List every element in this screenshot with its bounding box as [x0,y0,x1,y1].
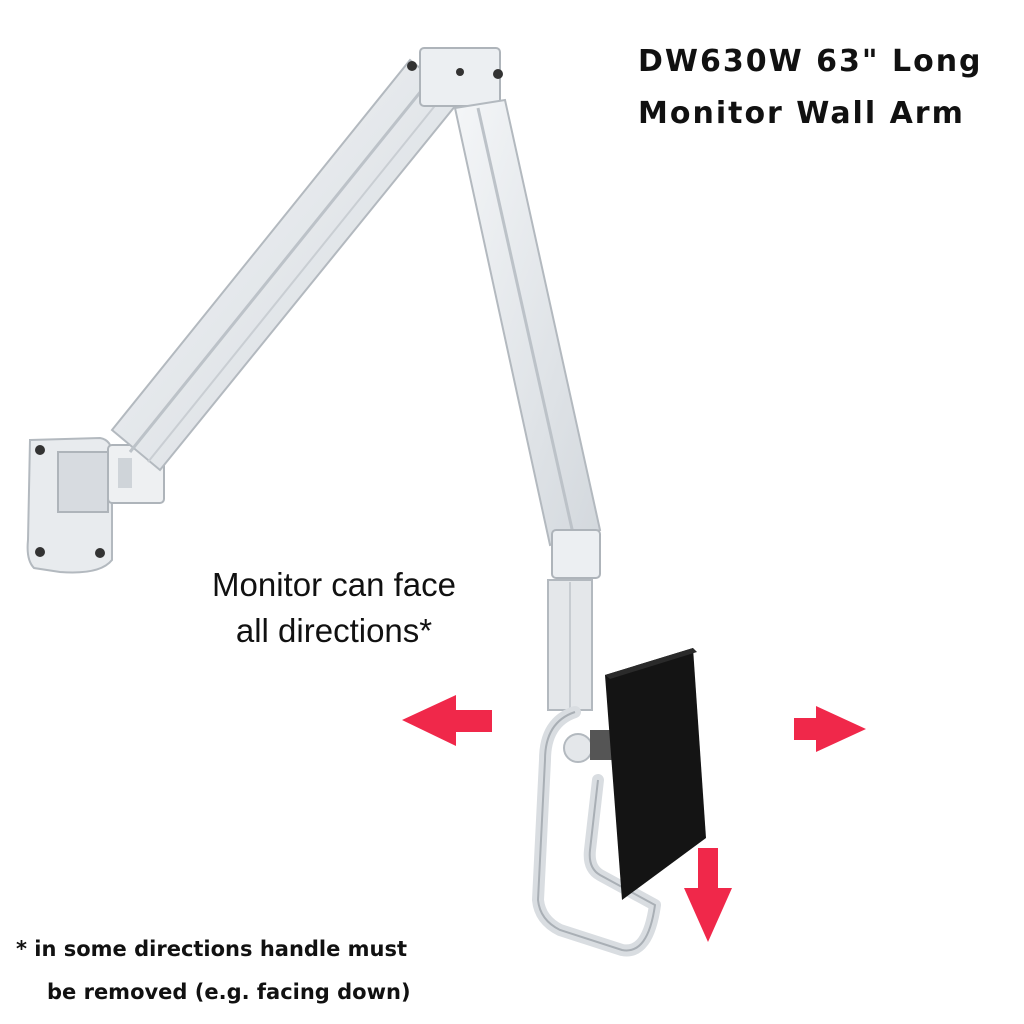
wall-mount [26,436,165,574]
elbow-joint [407,47,503,107]
lower-arm [453,98,602,579]
screw-icon [456,68,464,76]
direction-caption: Monitor can face all directions* [204,562,464,654]
screw-icon [35,547,45,557]
caption-line-1: Monitor can face [212,566,456,603]
arrow-right-icon [794,706,866,752]
upper-arm [110,58,462,472]
caption-line-2: all directions* [235,612,433,649]
arrow-left-icon [402,695,492,746]
footnote-line-1: * in some directions handle must [16,937,408,961]
screw-icon [407,61,417,71]
footnote: * in some directions handle must be remo… [16,928,411,1014]
title-line-2: Monitor Wall Arm [638,96,965,131]
page-title: DW630W 63" Long Monitor Wall Arm [638,36,983,140]
screw-icon [95,548,105,558]
monitor [590,648,706,900]
screw-icon [35,445,45,455]
footnote-line-2: be removed (e.g. facing down) [47,980,411,1004]
title-line-1: DW630W 63" Long [638,44,983,79]
arrow-down-icon [684,848,732,942]
screw-icon [493,69,503,79]
